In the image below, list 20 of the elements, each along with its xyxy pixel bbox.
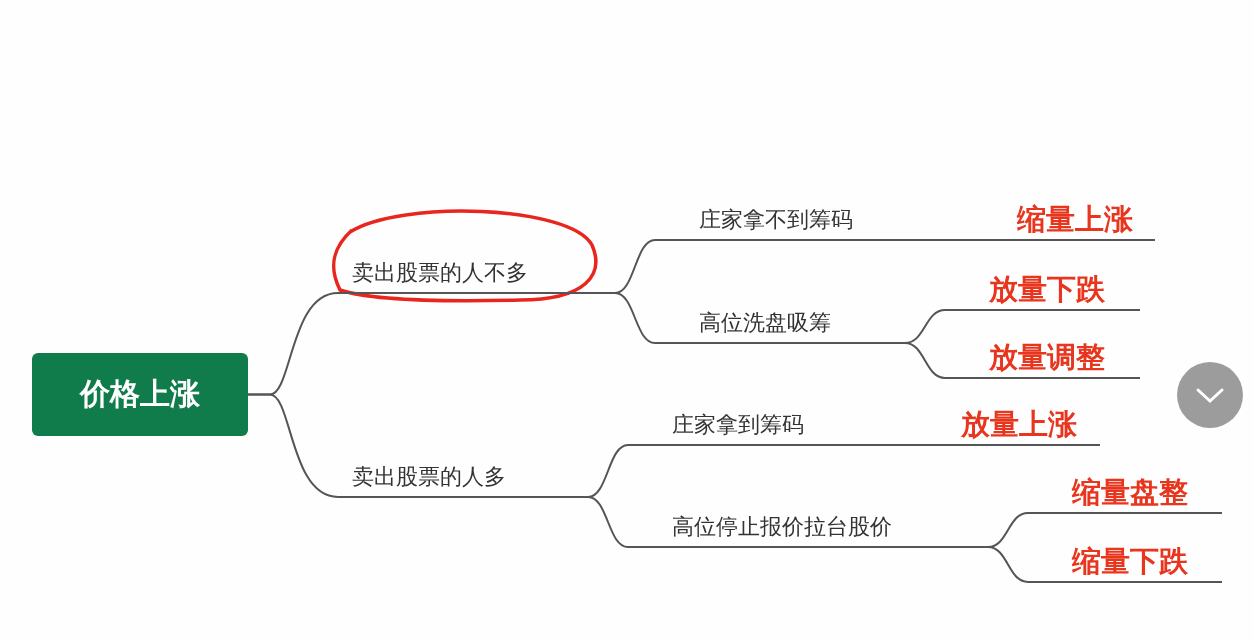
connector-line — [614, 292, 656, 344]
connector-line — [944, 444, 956, 446]
connector-line — [984, 239, 996, 241]
branch-label: 庄家拿到筹码 — [628, 410, 945, 446]
connector-line — [904, 342, 946, 379]
branch-label: 高位停止报价拉台股价 — [628, 512, 988, 548]
branch-label: 庄家拿不到筹码 — [655, 205, 985, 241]
result-label: 放量下跌 — [945, 271, 1140, 311]
root-box: 价格上涨 — [32, 353, 248, 436]
branch-label: 卖出股票的人不多 — [338, 258, 615, 294]
connector-line — [587, 496, 629, 548]
result-label: 缩量下跌 — [1028, 543, 1222, 583]
result-label: 放量调整 — [945, 339, 1140, 379]
result-label: 放量上涨 — [955, 406, 1100, 446]
connector-line — [247, 393, 339, 498]
connector-line — [987, 546, 1029, 583]
branch-label: 高位洗盘吸筹 — [655, 308, 905, 344]
branch-label: 卖出股票的人多 — [338, 462, 588, 498]
result-label: 缩量上涨 — [995, 201, 1155, 241]
result-label: 缩量盘整 — [1028, 474, 1222, 514]
